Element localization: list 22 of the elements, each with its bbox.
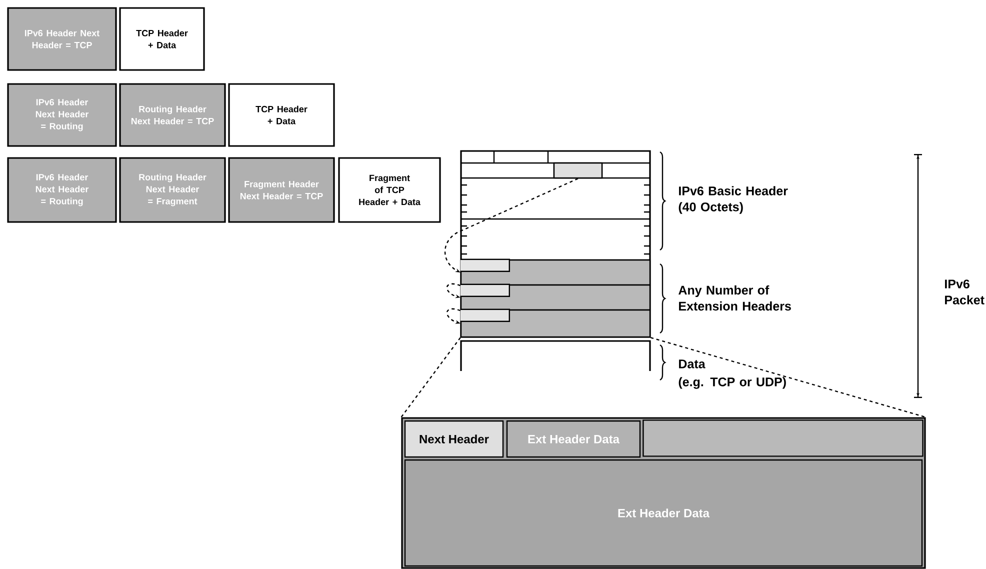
dimension-label: IPv6 Packet xyxy=(945,280,984,304)
header-box: Fragment Header Next Header = TCP xyxy=(228,157,335,223)
header-box: Routing Header Next Header = TCP xyxy=(119,83,226,147)
payload-box: TCP Header + Data xyxy=(119,7,205,71)
payload-box: Fragment of TCP Header + Data xyxy=(338,157,441,223)
next-header-field: Next Header xyxy=(404,420,504,458)
connector xyxy=(444,178,578,272)
brace-label: Any Number of Extension Headers xyxy=(678,285,791,311)
brace-label: Data xyxy=(679,360,706,368)
brace-label: IPv6 Basic Header (40 Octets) xyxy=(678,186,788,214)
payload-box: TCP Header + Data xyxy=(228,83,335,147)
connector xyxy=(446,308,461,324)
next-header-field xyxy=(553,162,603,179)
header-box: Routing Header Next Header = Fragment xyxy=(119,157,226,223)
ext-header-data-area: Ext Header Data xyxy=(404,459,923,567)
header-box: IPv6 Header Next Header = Routing xyxy=(7,157,117,223)
header-box: IPv6 Header Next Header = Routing xyxy=(7,83,117,147)
ext-header-data-field: Ext Header Data xyxy=(506,420,641,458)
header-box: IPv6 Header Next Header = TCP xyxy=(7,7,117,71)
connector xyxy=(400,337,461,418)
brace-label: (e.g. TCP or UDP) xyxy=(678,377,786,389)
connector xyxy=(650,337,926,418)
